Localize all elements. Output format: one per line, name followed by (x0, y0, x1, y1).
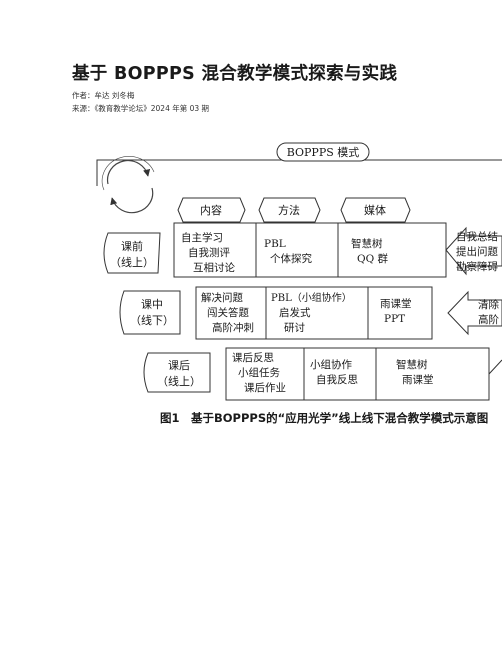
row-2-feedback-1: 清除 (478, 298, 499, 311)
row-2-frame (195, 286, 433, 340)
column-label-method-box (258, 197, 321, 223)
source-line: 来源：《教育教学论坛》2024 年第 03 期 (72, 104, 210, 113)
row-1-content-3: 互相讨论 (193, 261, 235, 274)
row-2-feedback-2: 高阶 (478, 313, 499, 326)
row-2-content-2: 闯关答题 (207, 306, 249, 319)
row-2-method-2: 启发式 (279, 306, 311, 319)
stage-2-label: 课中 (141, 298, 163, 311)
row-1-feedback-1: 自我总结 (456, 230, 498, 243)
row-1-method-2: 个体探究 (270, 252, 312, 265)
top-bracket (96, 159, 502, 186)
stage-1-shape (103, 232, 161, 274)
row-2-method-1: PBL（小组协作） (271, 291, 352, 304)
row-3-method-2: 自我反思 (316, 373, 358, 386)
stage-3-mode: （线上） (157, 374, 201, 388)
row-1-method-1: PBL (264, 238, 286, 250)
row-2-media-1: 雨课堂 (380, 298, 412, 310)
stage-1-label: 课前 (121, 239, 143, 253)
row-1-content-1: 自主学习 (181, 231, 223, 244)
row-3-media-2: 雨课堂 (402, 374, 434, 386)
column-label-content: 内容 (200, 203, 222, 217)
feedback-2-arrow (447, 290, 502, 336)
stage-3-shape (143, 352, 211, 393)
column-label-content-box (177, 197, 246, 223)
stage-3-label: 课后 (168, 359, 190, 372)
row-2-method-3: 研讨 (284, 322, 305, 334)
author-line: 作者：牟达 刘冬梅 (72, 91, 135, 100)
row-3-content-3: 课后作业 (244, 382, 286, 394)
row-1-feedback-3: 勘察障碍 (456, 260, 498, 273)
row-2-media-2: PPT (384, 313, 405, 325)
stage-2-shape (119, 290, 181, 335)
figure-caption: 图1 基于BOPPPS的“应用光学”线上线下混合教学模式示意图 (160, 411, 488, 425)
row-1-media-1: 智慧树 (351, 237, 383, 250)
column-label-media-box (340, 197, 411, 223)
row-2-content-1: 解决问题 (201, 291, 243, 304)
stage-2-mode: （线下） (130, 313, 174, 327)
row-1-media-2: QQ 群 (357, 252, 389, 265)
row-3-content-1: 课后反思 (232, 352, 274, 364)
row-3-content-2: 小组任务 (238, 366, 280, 379)
diagram-header: BOPPPS 模式 (287, 146, 360, 159)
feedback-3-arrow (488, 359, 502, 375)
row-3-media-1: 智慧树 (396, 358, 428, 371)
row-2-content-3: 高阶冲刺 (212, 321, 254, 334)
row-1-feedback-2: 提出问题 (456, 245, 498, 258)
row-1-content-2: 自我测评 (188, 246, 230, 259)
feedback-1-arrow (445, 226, 502, 276)
header-box (276, 142, 370, 162)
article-title: 基于 BOPPPS 混合教学模式探索与实践 (72, 64, 398, 84)
stage-1-mode: （线上） (110, 255, 154, 269)
cycle-icon (101, 156, 155, 214)
row-3-method-1: 小组协作 (310, 358, 352, 371)
column-label-media: 媒体 (364, 203, 386, 217)
column-label-method: 方法 (278, 203, 300, 217)
